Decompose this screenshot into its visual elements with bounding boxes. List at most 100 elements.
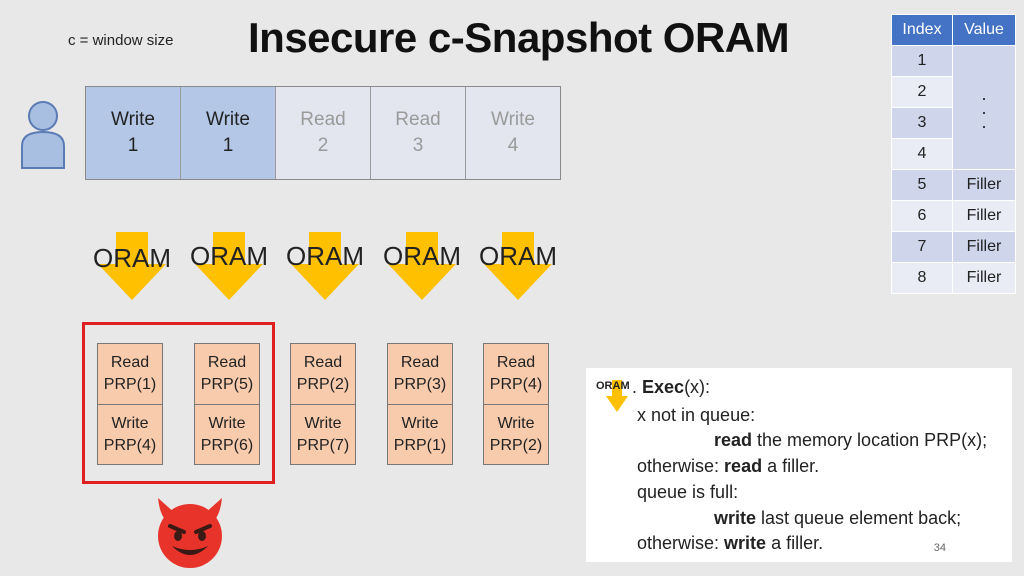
access-addr: PRP(1) xyxy=(103,376,157,393)
queue-slot: Write 1 xyxy=(181,87,276,179)
exec-pseudocode-panel: ORAM . Exec(x): x not in queue: read the… xyxy=(586,368,1012,562)
queue-op: Write xyxy=(206,109,250,130)
access-op: Write xyxy=(208,415,246,432)
text: otherwise: xyxy=(637,456,725,476)
dot: . xyxy=(981,97,987,118)
access-addr: PRP(7) xyxy=(296,437,350,454)
queue-slot: Read 2 xyxy=(276,87,371,179)
otherwise-write: otherwise: write a filler. xyxy=(637,533,823,554)
down-arrow-icon xyxy=(484,232,552,300)
access-addr: PRP(3) xyxy=(393,376,447,393)
index-cell: 8 xyxy=(891,262,953,294)
dot: . xyxy=(981,111,987,132)
dot: . xyxy=(981,83,987,104)
down-arrow-icon xyxy=(291,232,359,300)
index-value-table: Index Value 1 ... 2 3 4 5 Filler 6 Fille… xyxy=(891,14,1016,294)
window-size-label: c = window size xyxy=(68,32,174,49)
index-cell: 1 xyxy=(891,45,953,77)
down-arrow-icon xyxy=(606,380,628,412)
mini-oram-label: ORAM xyxy=(596,380,630,392)
value-cell: Filler xyxy=(952,231,1016,263)
text: otherwise: xyxy=(637,533,725,553)
index-header: Index xyxy=(891,14,953,46)
access-op: Write xyxy=(304,415,342,432)
queue-arg: 2 xyxy=(317,135,329,156)
keyword: read xyxy=(714,430,753,450)
access-op: Read xyxy=(207,354,247,371)
access-addr: PRP(6) xyxy=(200,437,254,454)
otherwise-read: otherwise: read a filler. xyxy=(637,456,819,477)
index-cell: 4 xyxy=(891,138,953,170)
mini-oram-icon: ORAM xyxy=(594,376,634,412)
text: a filler. xyxy=(766,533,824,553)
condition-not-in-queue: x not in queue: xyxy=(637,405,756,425)
index-cell: 7 xyxy=(891,231,953,263)
devil-icon xyxy=(158,498,222,568)
page-number: 34 xyxy=(933,542,946,554)
queue-op: Read xyxy=(300,109,346,130)
keyword: read xyxy=(724,456,763,476)
oram-label: ORAM xyxy=(383,241,461,271)
value-header: Value xyxy=(952,14,1016,46)
exec-keyword: Exec xyxy=(642,377,685,397)
access-addr: PRP(4) xyxy=(489,376,543,393)
access-op: Read xyxy=(496,354,536,371)
queue-arg: 3 xyxy=(412,135,424,156)
exec-args: (x): xyxy=(684,377,711,397)
access-op: Read xyxy=(303,354,343,371)
queue-arg: 1 xyxy=(222,135,234,156)
keyword: write xyxy=(714,508,757,528)
index-cell: 2 xyxy=(891,76,953,108)
value-cell: Filler xyxy=(952,200,1016,232)
exec-signature: . Exec(x): xyxy=(632,377,710,398)
keyword: write xyxy=(724,533,767,553)
oram-label: ORAM xyxy=(479,241,557,271)
access-op: Write xyxy=(111,415,149,432)
index-cell: 3 xyxy=(891,107,953,139)
value-cell: Filler xyxy=(952,169,1016,201)
access-op: Write xyxy=(497,415,535,432)
index-cell: 6 xyxy=(891,200,953,232)
access-op: Write xyxy=(401,415,439,432)
access-addr: PRP(2) xyxy=(296,376,350,393)
oram-label: ORAM xyxy=(190,241,268,271)
oram-arrow: ORAM xyxy=(382,230,462,300)
queue-arg: 4 xyxy=(507,135,519,156)
down-arrow-icon xyxy=(388,232,456,300)
down-arrow-icon xyxy=(98,232,166,300)
access-addr: PRP(1) xyxy=(393,437,447,454)
adversary-view-highlight xyxy=(82,322,275,484)
access-addr: PRP(4) xyxy=(103,437,157,454)
action-read-location: read the memory location PRP(x); xyxy=(714,430,987,451)
text: a filler. xyxy=(762,456,820,476)
exec-prefix: . xyxy=(632,377,643,397)
queue-arg: 1 xyxy=(127,135,139,156)
index-cell: 5 xyxy=(891,169,953,201)
user-icon xyxy=(21,101,65,169)
value-cell: Filler xyxy=(952,262,1016,294)
access-op: Read xyxy=(110,354,150,371)
text: last queue element back; xyxy=(756,508,962,528)
access-op: Read xyxy=(400,354,440,371)
down-arrow-icon xyxy=(195,232,263,300)
access-addr: PRP(5) xyxy=(200,376,254,393)
oram-arrow: ORAM xyxy=(92,230,172,300)
oram-label: ORAM xyxy=(93,243,171,273)
oram-arrow: ORAM xyxy=(285,230,365,300)
